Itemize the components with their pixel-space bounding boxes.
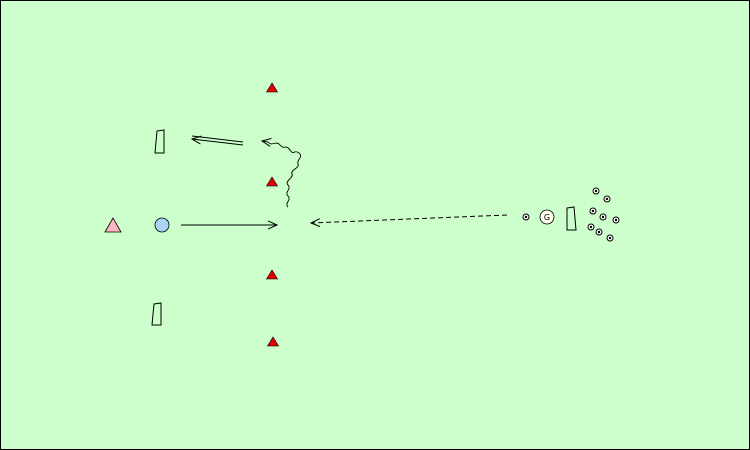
goal-icon (151, 302, 162, 326)
ball-icon (522, 213, 530, 221)
ball-icon (595, 228, 603, 236)
dribble-arrow (262, 141, 302, 208)
ball-icon (603, 195, 611, 203)
pass-arrow-line (192, 139, 244, 146)
goal-icon (154, 129, 165, 154)
ball-icon (587, 223, 595, 231)
player-circle-icon (154, 217, 170, 233)
cone-icon (266, 336, 280, 347)
ball-icon (612, 216, 620, 224)
ball-icon (589, 207, 597, 215)
ball-icon (599, 213, 607, 221)
dashed-pass-arrow (311, 214, 508, 223)
cone-icon (265, 176, 279, 187)
ball-icon (592, 187, 600, 195)
player-triangle-icon (104, 217, 122, 233)
goalkeeper-icon: G (539, 209, 555, 225)
ball-icon (606, 234, 614, 242)
cone-icon (265, 82, 279, 93)
goal-icon (566, 206, 577, 231)
cone-icon (265, 269, 279, 280)
goalkeeper-label: G (544, 213, 550, 222)
